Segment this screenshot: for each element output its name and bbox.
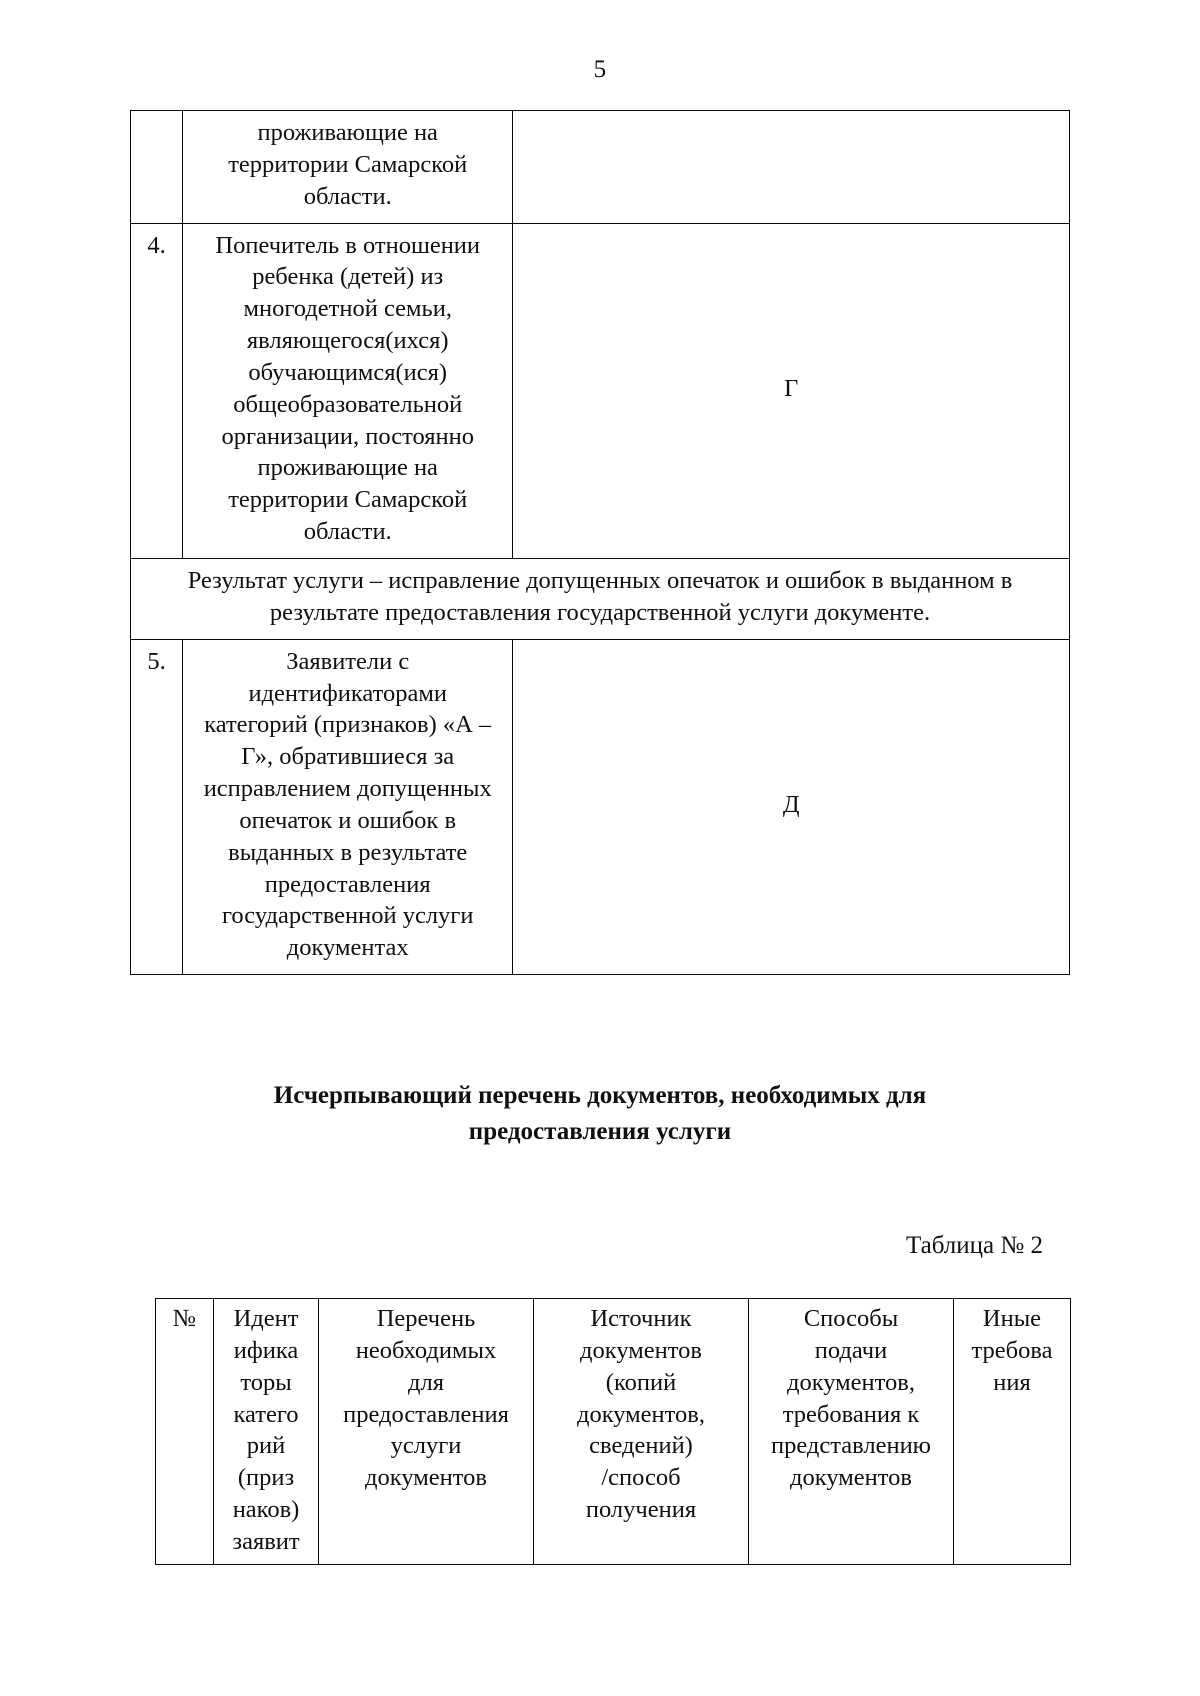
table-2: № Идент ифика торы катего рий (приз нако…: [155, 1298, 1071, 1565]
table-row: 5. Заявители с идентификаторами категори…: [129, 638, 1070, 976]
category-identifier-cell: [512, 110, 1070, 224]
column-header-other-requirements: Иные требова ния: [953, 1298, 1071, 1565]
column-header-source: Источник документов (копий документов, с…: [533, 1298, 749, 1565]
categories-table-continued: проживающие на территории Самарской обла…: [129, 110, 1070, 976]
row-number-cell: 4.: [129, 222, 184, 559]
column-header-submission: Способы подачи документов, требования к …: [748, 1298, 954, 1565]
service-result-cell: Результат услуги – исправление допущенны…: [130, 557, 1070, 640]
category-description-cell: Попечитель в отношении ребенка (детей) и…: [182, 222, 514, 559]
row-number-cell: 5.: [129, 638, 184, 976]
required-documents-table: № Идент ифика торы катего рий (приз нако…: [155, 1298, 1071, 1565]
table-row: проживающие на территории Самарской обла…: [129, 110, 1070, 224]
category-identifier-cell: Г: [512, 222, 1070, 559]
column-header-number: №: [155, 1298, 214, 1565]
table-row: 4. Попечитель в отношении ребенка (детей…: [129, 222, 1070, 559]
row-number-cell: [129, 110, 184, 224]
table-caption-label: Таблица № 2: [905, 1232, 1043, 1259]
table-result-row: Результат услуги – исправление допущенны…: [130, 557, 1070, 640]
column-header-identifiers: Идент ифика торы катего рий (приз наков)…: [213, 1298, 319, 1565]
table-1: проживающие на территории Самарской обла…: [129, 110, 1070, 976]
category-description-cell: Заявители с идентификаторами категорий (…: [182, 638, 514, 976]
column-header-documents-list: Перечень необходимых для предоставления …: [318, 1298, 534, 1565]
category-identifier-cell: Д: [512, 638, 1070, 976]
section-heading: Исчерпывающий перечень документов, необх…: [273, 1082, 927, 1145]
category-description-cell: проживающие на территории Самарской обла…: [182, 110, 514, 224]
page-number: 5: [593, 56, 607, 83]
table-header-row: № Идент ифика торы катего рий (приз нако…: [155, 1298, 1071, 1565]
